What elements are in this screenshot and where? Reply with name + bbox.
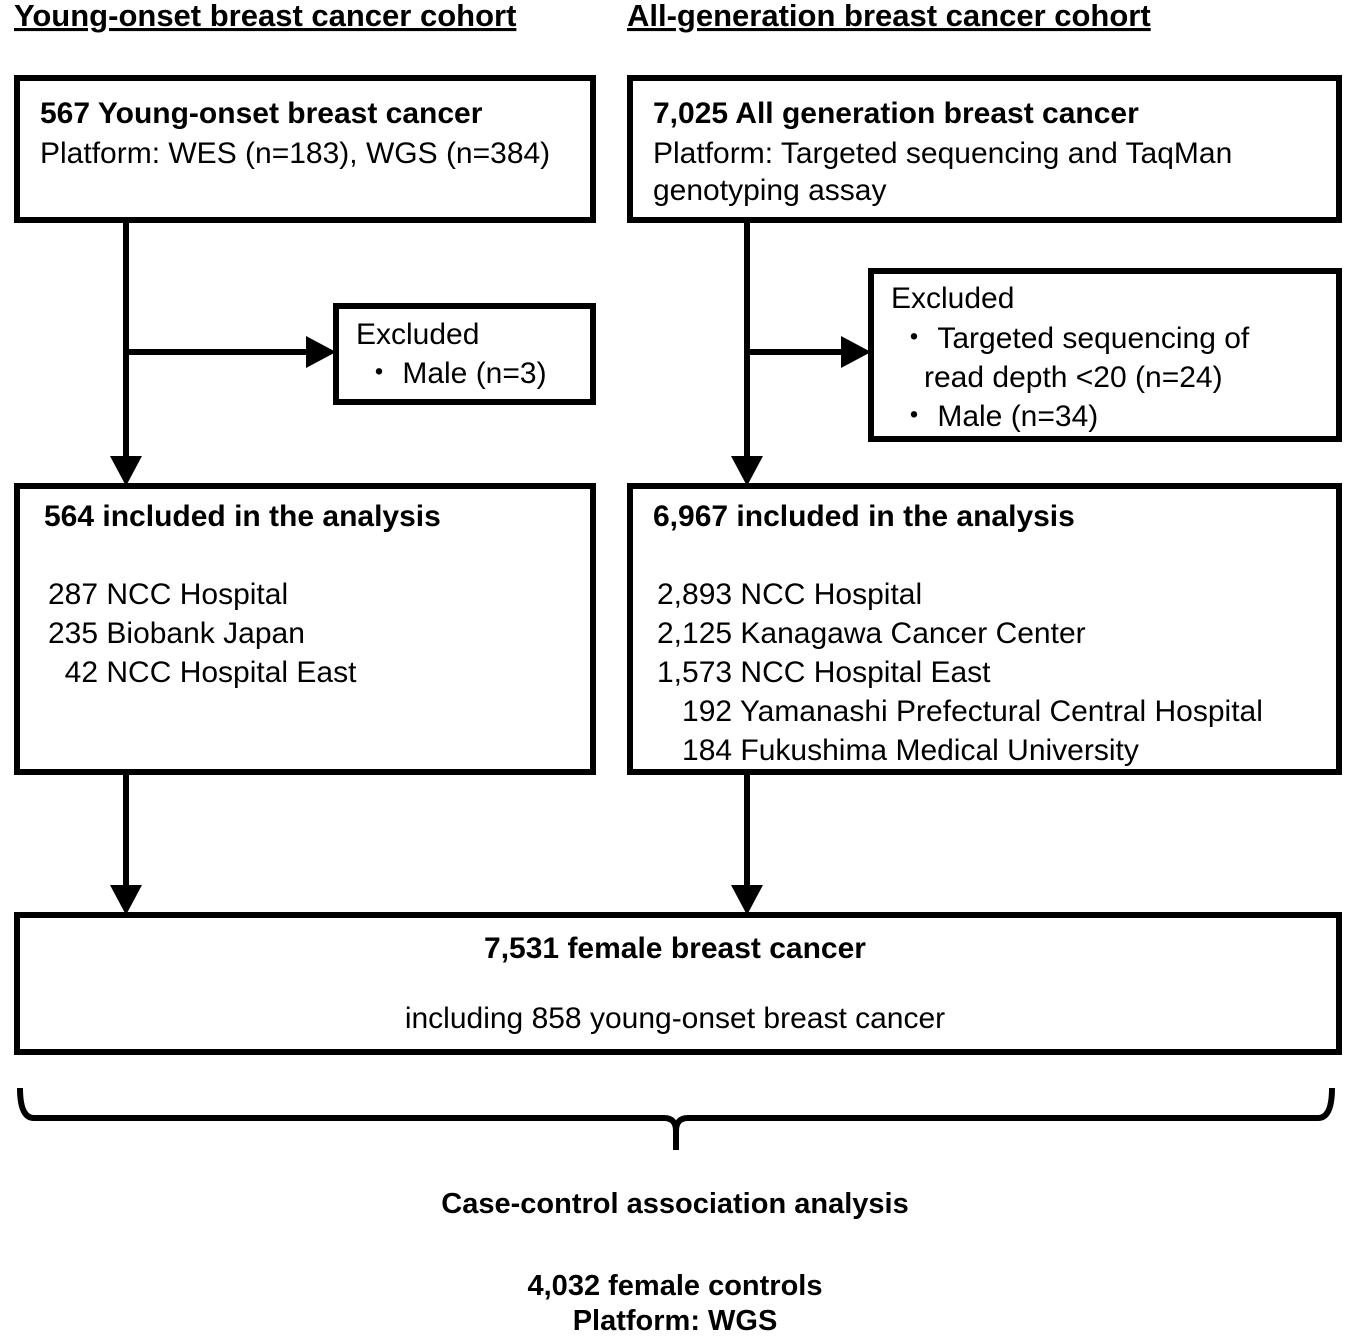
controls-count: 4,032 female controls — [528, 1270, 823, 1302]
right-excluded-box-item-1: ・ Targeted sequencing of — [899, 322, 1250, 355]
left-source-box-title: 567 Young-onset breast cancer — [40, 97, 483, 130]
left-included-site-1: 287 NCC Hospital — [48, 578, 288, 611]
right-source-box-title: 7,025 All generation breast cancer — [653, 97, 1139, 130]
left-included-site-2: 235 Biobank Japan — [48, 617, 305, 650]
analysis-title: Case-control association analysis — [441, 1188, 908, 1220]
left-excluded-box — [333, 303, 596, 405]
controls-platform: Platform: WGS — [573, 1305, 778, 1337]
right-trunk-arrowhead — [731, 456, 763, 486]
left-excluded-box-item-1: ・ Male (n=3) — [364, 357, 547, 390]
left-included-box-title: 564 included in the analysis — [44, 500, 441, 533]
right-excluded-box — [868, 268, 1342, 442]
combined-box-subtitle: including 858 young-onset breast cancer — [405, 1002, 945, 1035]
left-source-box — [14, 75, 596, 223]
left-to-combined-arrowhead — [110, 885, 142, 915]
right-column-header: All-generation breast cancer cohort — [627, 0, 1151, 33]
right-included-box — [627, 483, 1342, 775]
right-included-site-5: 184 Fukushima Medical University — [657, 734, 1139, 767]
left-excluded-box-title: Excluded — [356, 318, 479, 351]
right-excluded-box-item-2: read depth <20 (n=24) — [899, 361, 1223, 394]
right-excluded-box-item-3: ・ Male (n=34) — [899, 400, 1098, 433]
right-included-site-3: 1,573 NCC Hospital East — [657, 656, 991, 689]
right-excluded-box-title: Excluded — [891, 282, 1014, 315]
right-included-site-4: 192 Yamanashi Prefectural Central Hospit… — [657, 695, 1263, 728]
right-excluded-arrowhead — [841, 336, 871, 368]
left-included-box — [14, 483, 596, 775]
left-column-header: Young-onset breast cancer cohort — [14, 0, 516, 33]
right-included-site-2: 2,125 Kanagawa Cancer Center — [657, 617, 1086, 650]
right-source-box-platform-line-2: genotyping assay — [653, 174, 887, 207]
left-excluded-arrowhead — [306, 336, 336, 368]
right-source-box-platform-line-1: Platform: Targeted sequencing and TaqMan — [653, 137, 1232, 170]
left-source-box-platform: Platform: WES (n=183), WGS (n=384) — [40, 137, 550, 170]
right-source-box — [627, 75, 1342, 223]
right-to-combined-arrowhead — [731, 885, 763, 915]
right-included-site-1: 2,893 NCC Hospital — [657, 578, 922, 611]
combined-box-title: 7,531 female breast cancer — [484, 932, 866, 965]
left-included-site-3: 42 NCC Hospital East — [48, 656, 357, 689]
right-included-box-title: 6,967 included in the analysis — [653, 500, 1075, 533]
left-trunk-arrowhead — [110, 456, 142, 486]
combined-cohort-box — [14, 912, 1342, 1055]
